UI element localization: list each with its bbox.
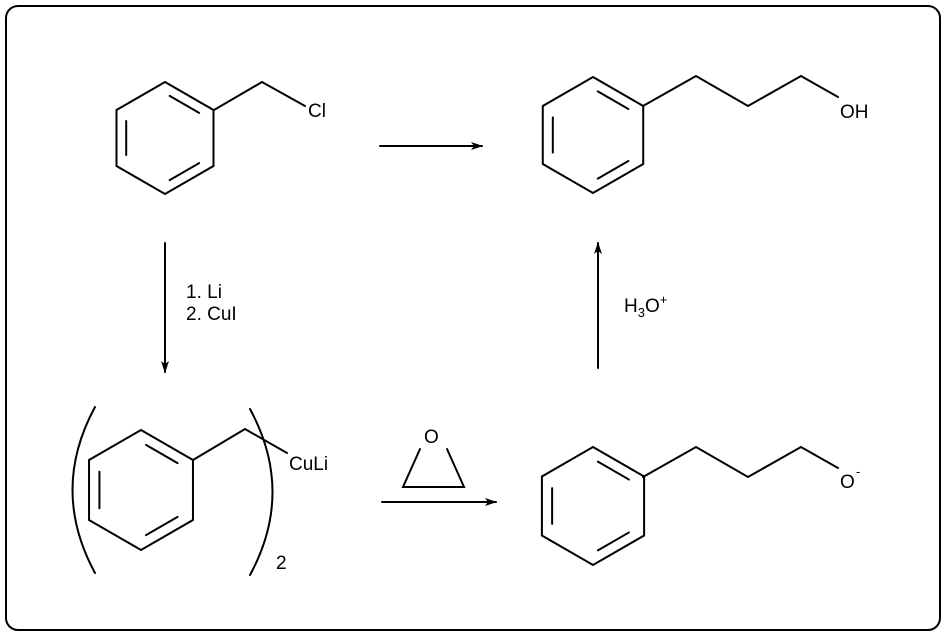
double-bond-line (596, 531, 630, 552)
chain-bonds (213, 80, 306, 111)
chain-bonds (642, 74, 839, 108)
benzene-rings (88, 75, 646, 567)
hydronium-label: H3O+ (624, 292, 667, 320)
benzyl-chloride: Cl (213, 80, 326, 122)
frame-border (5, 5, 941, 631)
reagent-step-1: 1. Li (186, 282, 222, 303)
chain-bonds (642, 445, 839, 479)
double-bond-line (596, 460, 630, 481)
double-bond-line (596, 159, 630, 180)
hydroxyl-label: OH (840, 102, 869, 123)
subscript-2: 2 (276, 553, 287, 574)
alkoxide-oxygen-label: O (840, 472, 855, 493)
cuprate-label: CuLi (289, 454, 328, 475)
negative-charge: - (856, 464, 860, 479)
double-bond-line (596, 90, 630, 111)
alkoxide: O - (642, 445, 860, 493)
double-bond-line (144, 515, 179, 537)
double-bond-line (168, 162, 201, 182)
chlorine-label: Cl (308, 101, 326, 122)
double-bond-line (144, 443, 179, 465)
chain-bonds (192, 427, 288, 461)
double-bond-line (168, 94, 201, 114)
epoxide-oxygen-label: O (424, 427, 439, 448)
epoxide-bonds (401, 448, 466, 488)
right-parenthesis (249, 408, 274, 576)
left-parenthesis (71, 406, 96, 574)
gilman-cuprate: CuLi 2 (71, 406, 328, 576)
ethylene-oxide: O (401, 427, 466, 488)
product-alcohol: OH (642, 74, 869, 123)
reagent-step-2: 2. CuI (186, 304, 237, 325)
